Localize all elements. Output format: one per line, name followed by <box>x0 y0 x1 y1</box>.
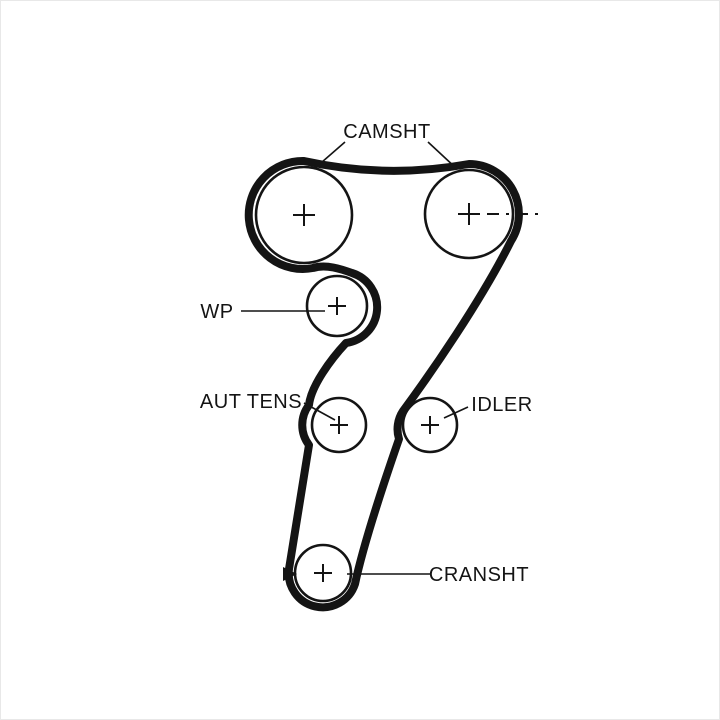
water-pump-label: WP <box>200 301 233 323</box>
timing-belt-path <box>244 156 523 612</box>
camshaft-left-center-mark <box>293 204 315 226</box>
water-pump-center-mark <box>328 297 346 315</box>
crankshaft-label: CRANSHT <box>429 564 529 586</box>
tensioner-leader-line <box>303 402 336 421</box>
camshaft-leader-line-left <box>313 141 346 170</box>
tensioner-label: AUT TENS <box>200 391 302 413</box>
camshaft-label: CAMSHT <box>343 121 430 143</box>
idler-label: IDLER <box>471 394 532 416</box>
idler-center-mark <box>421 416 439 434</box>
rotation-arrow-icon <box>283 567 297 581</box>
camshaft-leader-line-right <box>427 141 458 170</box>
camshaft-right-center-mark <box>458 203 480 225</box>
tensioner-center-mark <box>330 416 348 434</box>
idler-leader-line <box>443 406 469 419</box>
crankshaft-center-mark <box>314 564 332 582</box>
